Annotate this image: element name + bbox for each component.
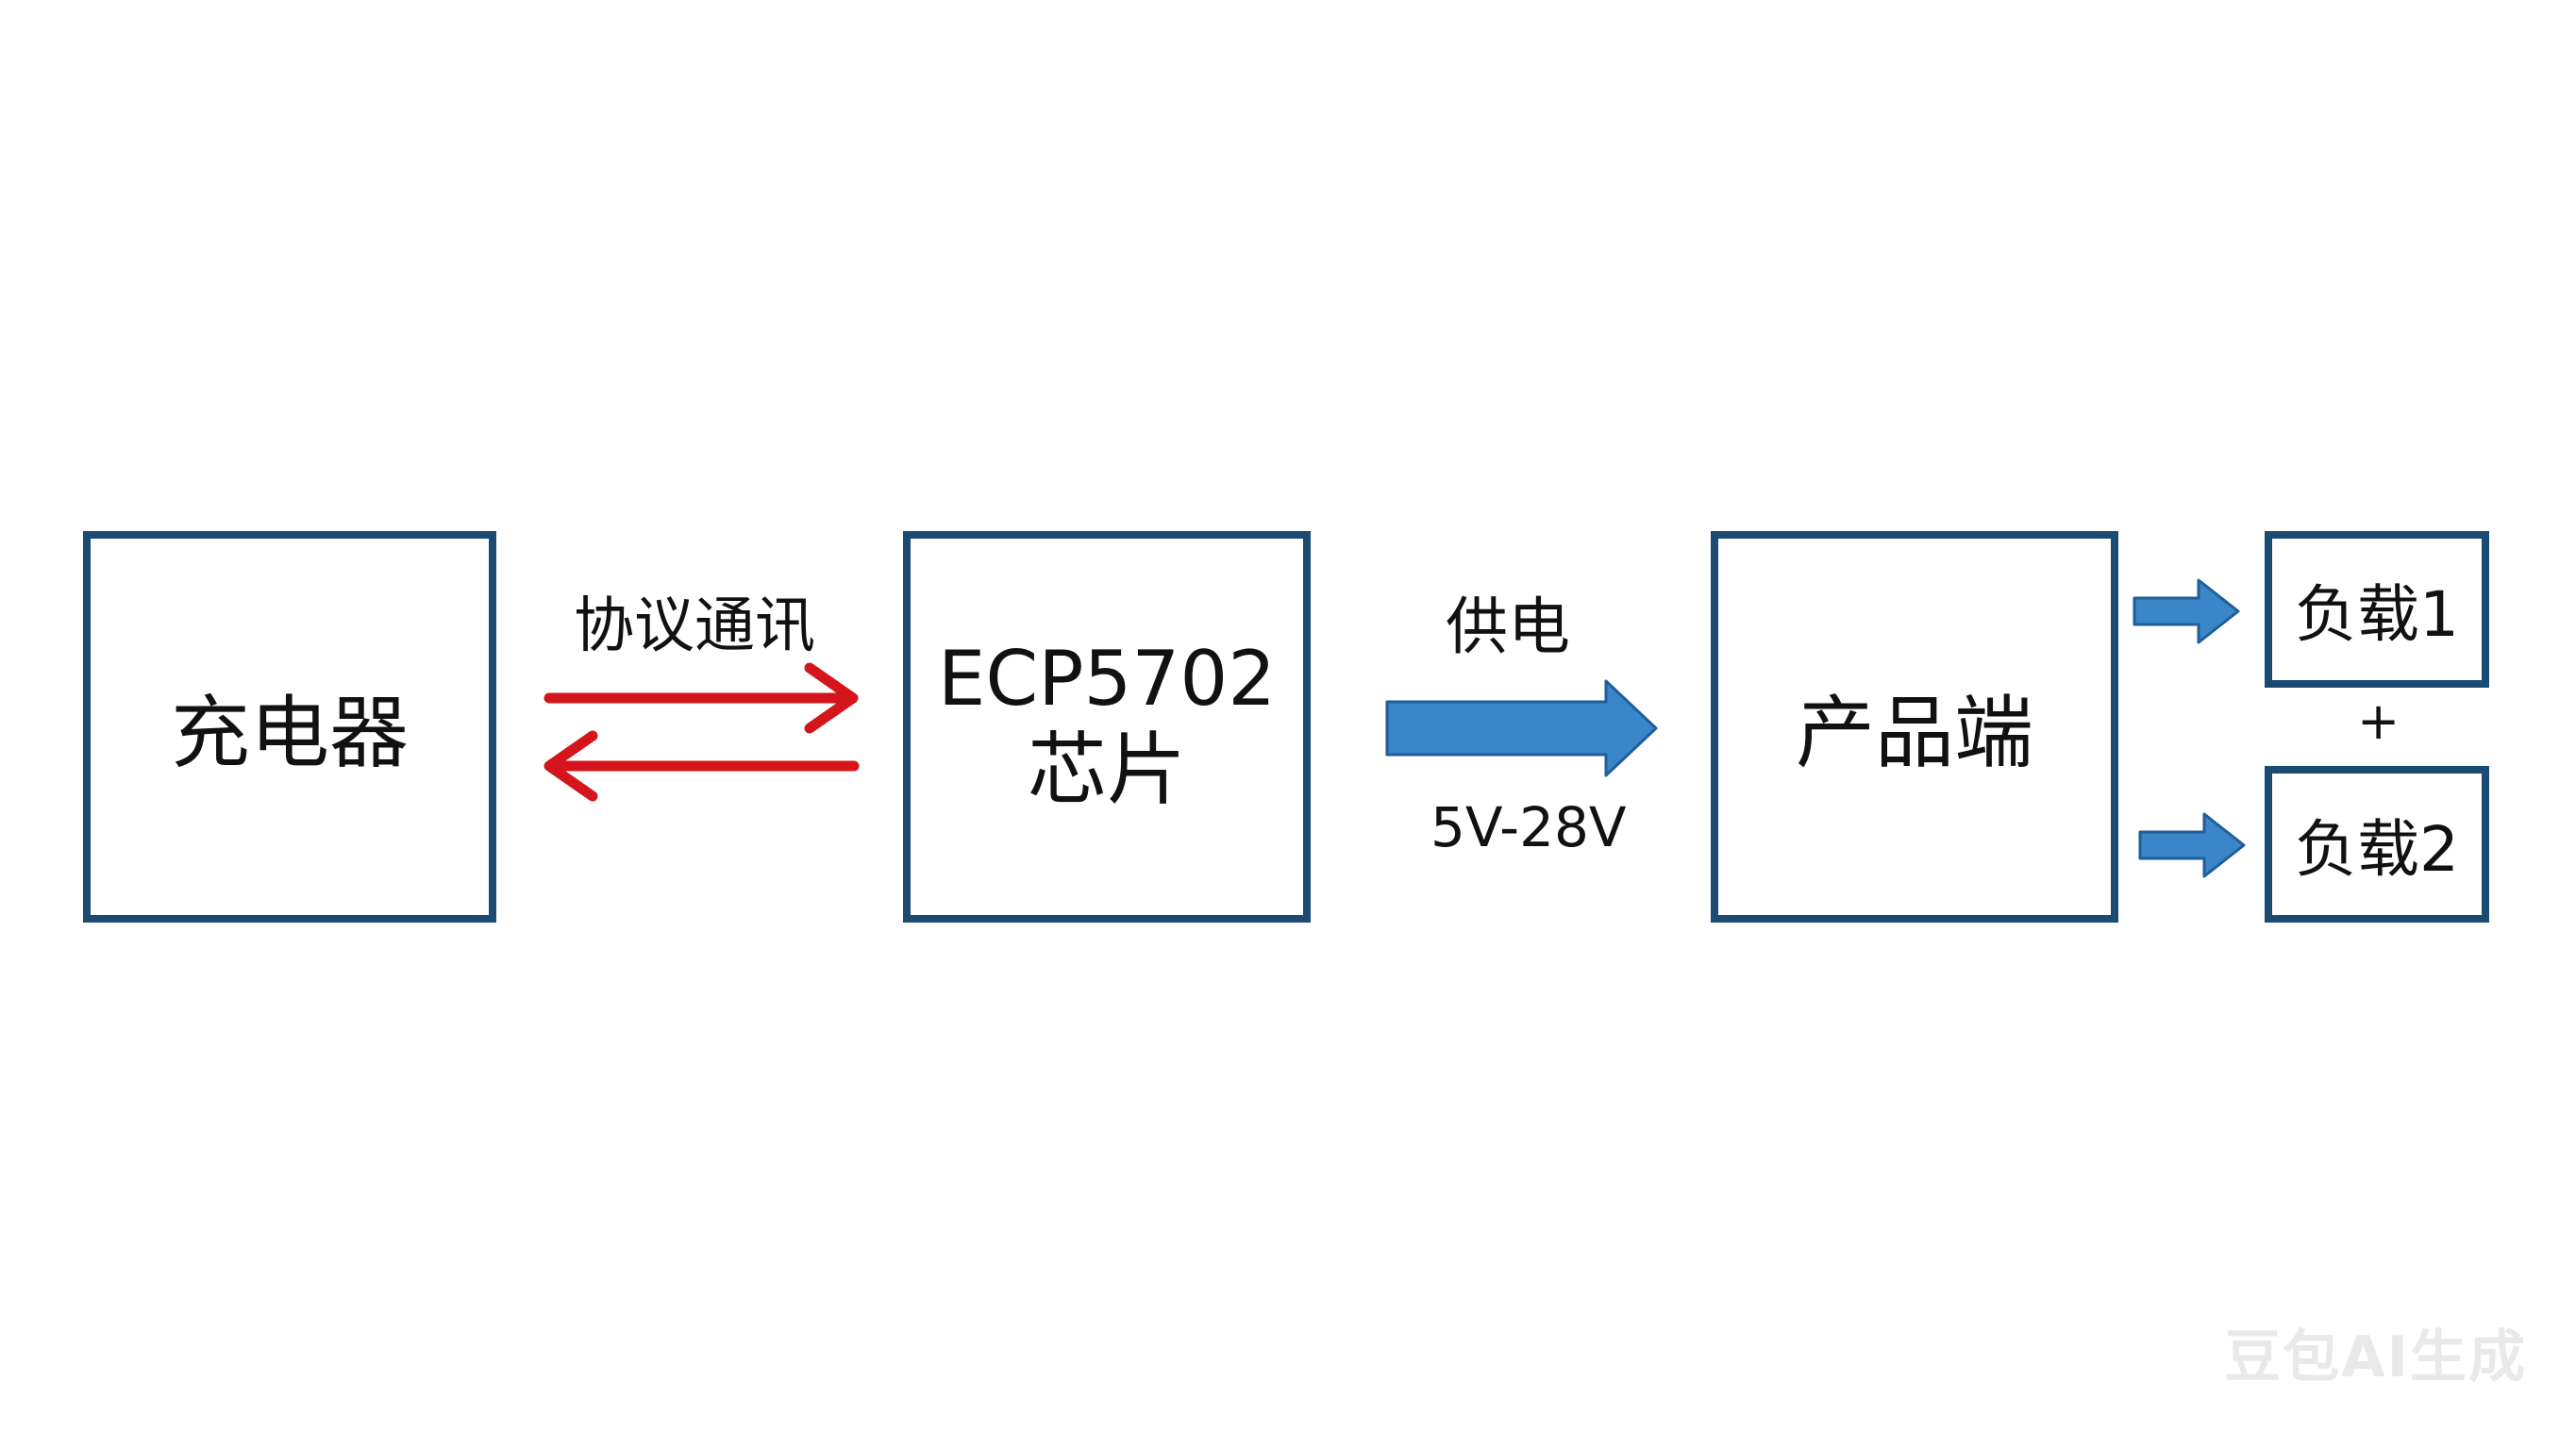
- plus-sign: +: [2357, 691, 2400, 751]
- product-label: 产品端: [1795, 687, 2033, 779]
- protocol-arrow-left: [544, 730, 860, 802]
- load2-arrow: [2138, 812, 2246, 878]
- chip-label: 芯片: [1027, 724, 1186, 817]
- load1-arrow: [2133, 578, 2240, 644]
- voltage-label: 5V-28V: [1430, 795, 1627, 859]
- power-label: 供电: [1446, 591, 1570, 663]
- charger-label: 充电器: [170, 687, 409, 779]
- protocol-label: 协议通讯: [574, 591, 815, 661]
- charger-box: 充电器: [83, 531, 496, 923]
- load1-label: 负载1: [2295, 578, 2459, 651]
- watermark: 豆包AI生成: [2224, 1324, 2527, 1390]
- chip-model-label: ECP5702: [937, 635, 1277, 724]
- load1-box: 负载1: [2265, 531, 2489, 688]
- chip-box: ECP5702 芯片: [903, 531, 1311, 923]
- load2-box: 负载2: [2265, 766, 2489, 923]
- power-arrow: [1385, 679, 1658, 777]
- protocol-arrow-right: [544, 662, 859, 734]
- load2-label: 负载2: [2295, 813, 2459, 886]
- product-box: 产品端: [1711, 531, 2118, 923]
